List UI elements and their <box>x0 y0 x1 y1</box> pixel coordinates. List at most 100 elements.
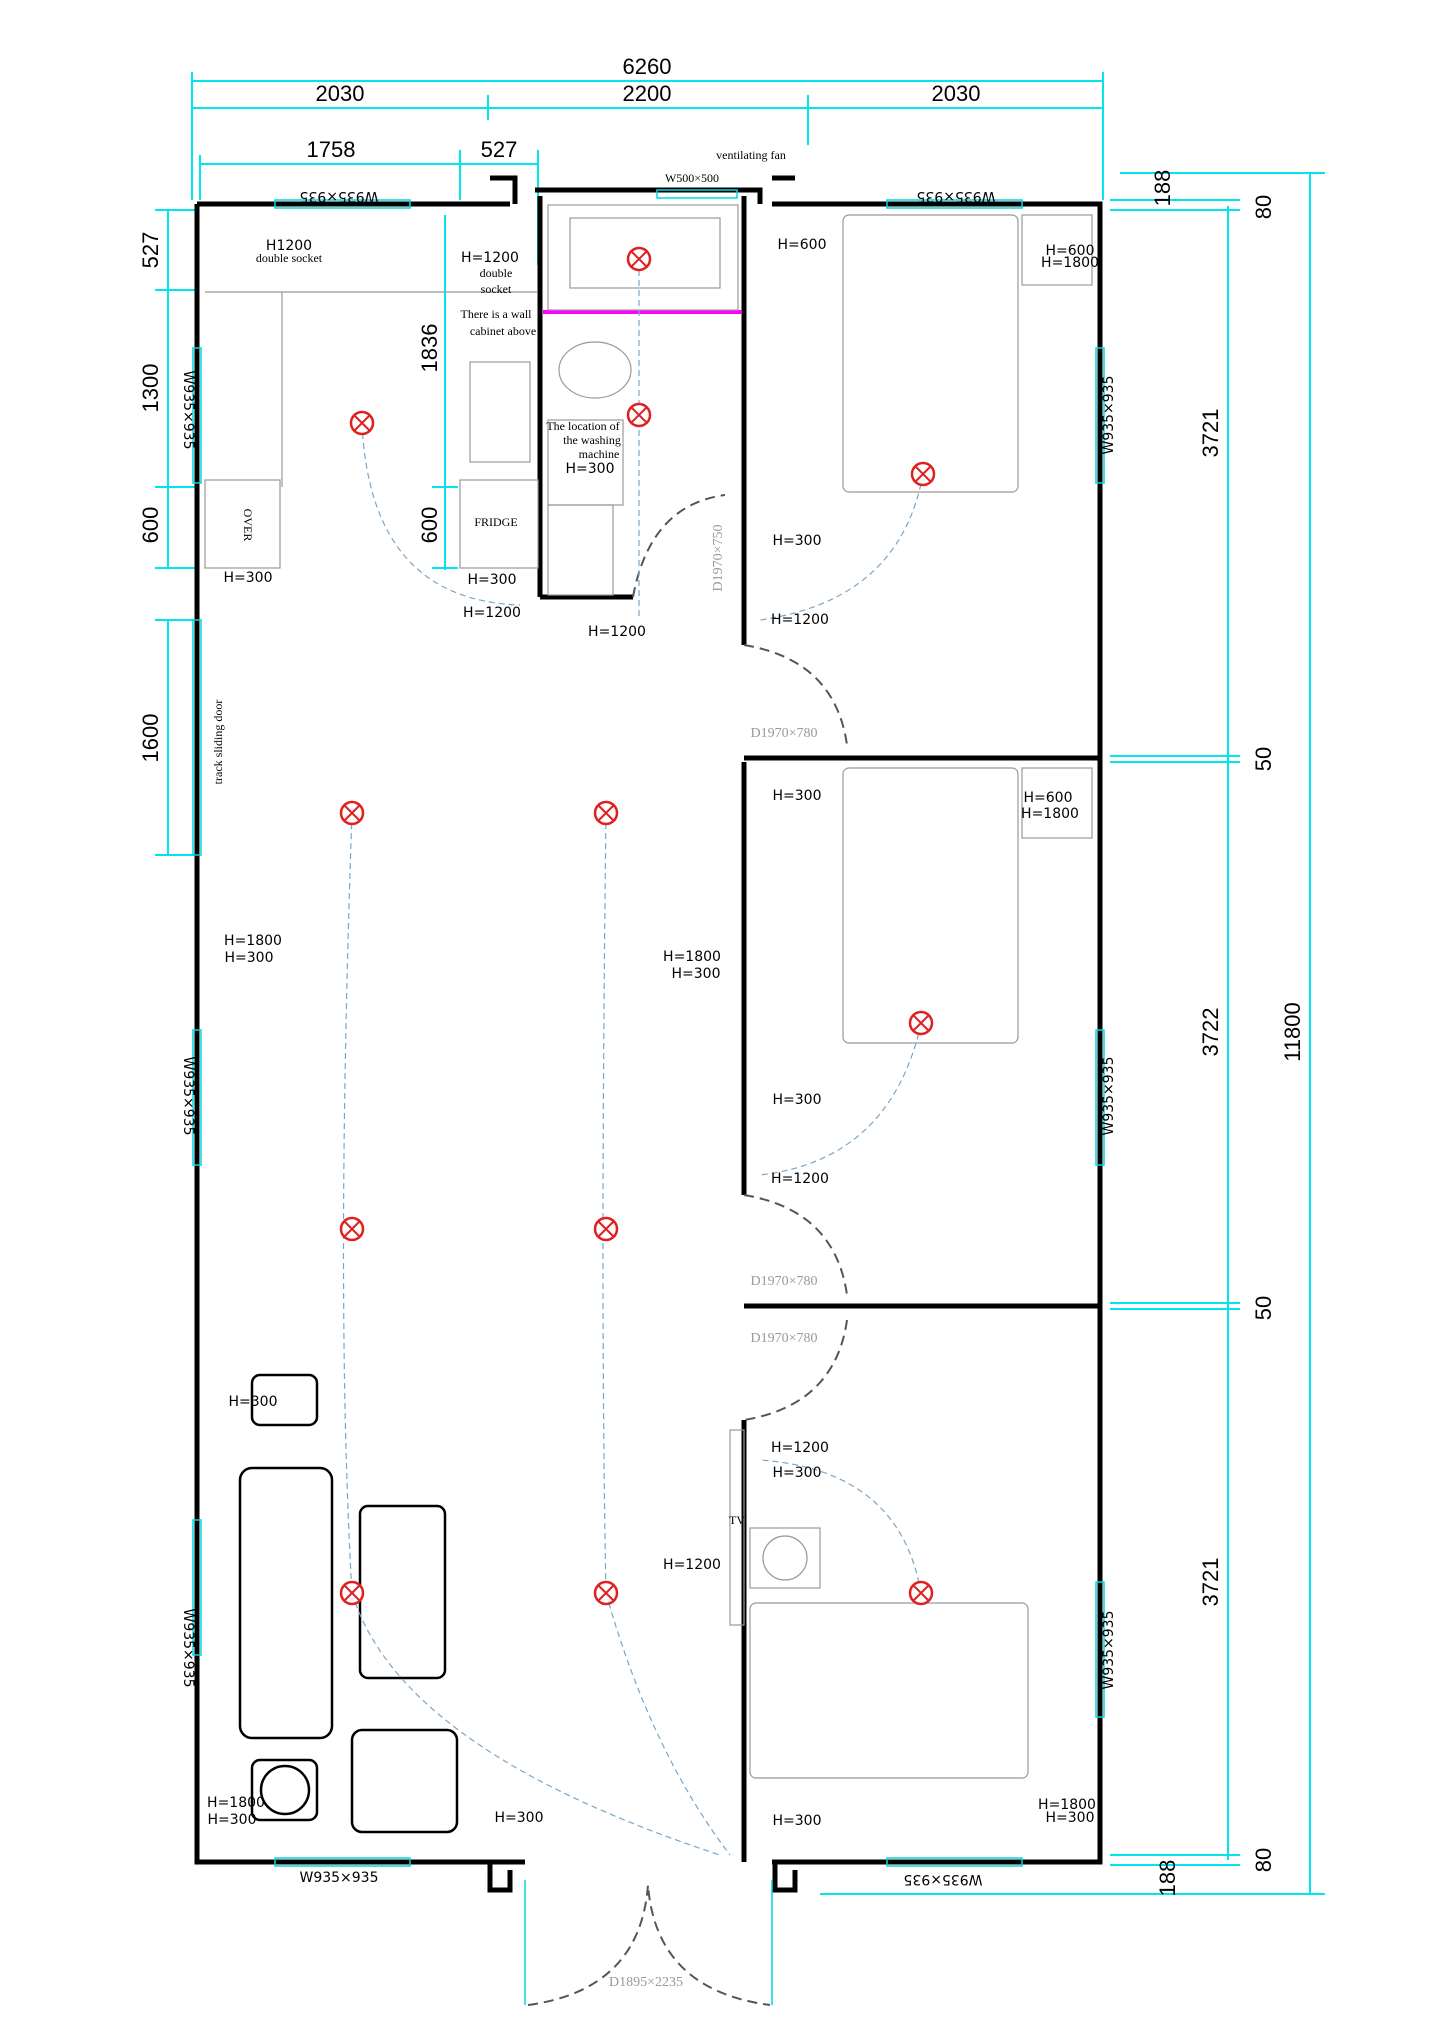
height-label: H=300 <box>773 1813 822 1829</box>
ceiling-light-icon <box>593 1216 619 1242</box>
note-label: cabinet above <box>470 324 536 338</box>
height-label: H=1200 <box>771 1171 829 1187</box>
height-label: H=300 <box>566 461 615 477</box>
note-label: The location of <box>546 419 619 433</box>
socket-label: double <box>480 266 513 280</box>
window-label: W935×935 <box>1101 1056 1117 1135</box>
socket-label: double socket <box>256 251 323 265</box>
window-label: W935×935 <box>180 1056 196 1135</box>
window-label: W500×500 <box>665 171 719 185</box>
dimension-label: 527 <box>138 232 163 269</box>
height-label: H=1200 <box>588 624 646 640</box>
dimension-label: 1836 <box>417 324 442 373</box>
dimension-label: 600 <box>417 507 442 544</box>
height-label: H=600 <box>778 237 827 253</box>
door-label: D1895×2235 <box>609 1975 683 1990</box>
furniture <box>204 204 1093 1834</box>
dimension-label: 50 <box>1251 747 1276 771</box>
sliding-door-label: track sliding door <box>211 700 225 785</box>
door-label: D1970×780 <box>750 1331 817 1346</box>
height-label: H=1200 <box>771 612 829 628</box>
window-label: W935×935 <box>903 1871 982 1887</box>
height-label: H=1200 <box>463 605 521 621</box>
ceiling-light-icon <box>626 246 652 272</box>
height-label: H=300 <box>468 572 517 588</box>
dimension-label: 3721 <box>1198 409 1223 458</box>
dimension-label: 2030 <box>932 81 981 106</box>
height-label: H=600 <box>1046 243 1095 259</box>
dimension-label: 188 <box>1150 170 1175 207</box>
height-label: H=1800 <box>663 949 721 965</box>
height-label: H=300 <box>224 570 273 586</box>
ceiling-light-icon <box>339 1580 365 1606</box>
height-label: H=300 <box>773 1465 822 1481</box>
ceiling-light-icon <box>349 410 375 436</box>
dimension-label: 600 <box>138 507 163 544</box>
height-label: H=1800 <box>1038 1797 1096 1813</box>
dimension-lines <box>155 72 1325 1895</box>
windows <box>192 189 1105 2005</box>
dimension-label: 11800 <box>1280 1002 1305 1062</box>
height-label: H=300 <box>1046 1810 1095 1826</box>
height-label: H=1800 <box>1021 806 1079 822</box>
door-label: D1970×750 <box>711 524 726 591</box>
dimension-label: 3722 <box>1198 1008 1223 1057</box>
dimension-label: 50 <box>1251 1296 1276 1320</box>
ceiling-light-icon <box>593 1580 619 1606</box>
height-label: H=1800 <box>224 933 282 949</box>
socket-label: socket <box>481 282 512 296</box>
wiring <box>342 260 924 1856</box>
window-label: W935×935 <box>1101 1610 1117 1689</box>
ceiling-light-icon <box>626 402 652 428</box>
dimension-label: 188 <box>1155 1860 1180 1897</box>
dimension-label: 2030 <box>316 81 365 106</box>
height-label: H=1200 <box>771 1440 829 1456</box>
dimension-label: 527 <box>481 137 518 162</box>
dimension-label: 1758 <box>307 137 356 162</box>
height-label: H=300 <box>208 1812 257 1828</box>
height-label: H=1800 <box>207 1795 265 1811</box>
height-label: H=1200 <box>663 1557 721 1573</box>
ceiling-light-icon <box>593 800 619 826</box>
height-label: H=300 <box>773 1092 822 1108</box>
note-label: There is a wall <box>461 307 533 321</box>
socket-label: H1200 <box>266 238 312 254</box>
window-label: W935×935 <box>180 370 196 449</box>
dimension-label: 80 <box>1251 195 1276 219</box>
ceiling-light-icon <box>339 800 365 826</box>
height-label: H=300 <box>773 533 822 549</box>
window-label: W935×935 <box>180 1608 196 1687</box>
height-label: H=1800 <box>1041 255 1099 271</box>
door-label: D1970×780 <box>750 1274 817 1289</box>
note-label: machine <box>579 447 620 461</box>
socket-label: H=1200 <box>461 250 519 266</box>
door-label: D1970×780 <box>750 726 817 741</box>
height-label: H=300 <box>773 788 822 804</box>
tv-label: TV <box>729 1513 745 1527</box>
height-label: H=300 <box>495 1810 544 1826</box>
window-label: W935×935 <box>1101 375 1117 454</box>
ceiling-light-icon <box>908 1580 934 1606</box>
note-label: the washing <box>563 433 621 447</box>
height-label: H=300 <box>225 950 274 966</box>
ceiling-light-icon <box>908 1010 934 1036</box>
oven-label: OVER <box>241 509 255 542</box>
height-label: H=300 <box>229 1394 278 1410</box>
door-swings <box>527 494 848 2006</box>
height-label: H=300 <box>672 966 721 982</box>
ceiling-light-icon <box>339 1216 365 1242</box>
fan-label: ventilating fan <box>716 148 786 162</box>
ceiling-lights <box>339 246 936 1606</box>
dimension-label: 80 <box>1251 1848 1276 1872</box>
dimension-label: 1300 <box>138 364 163 413</box>
dimension-label: 6260 <box>623 54 672 79</box>
fridge-label: FRIDGE <box>474 515 517 529</box>
dimension-label: 2200 <box>623 81 672 106</box>
window-label: W935×935 <box>916 188 995 204</box>
window-label: W935×935 <box>299 188 378 204</box>
window-label: W935×935 <box>299 1870 378 1886</box>
ceiling-light-icon <box>910 461 936 487</box>
dimension-label: 3721 <box>1198 1558 1223 1607</box>
